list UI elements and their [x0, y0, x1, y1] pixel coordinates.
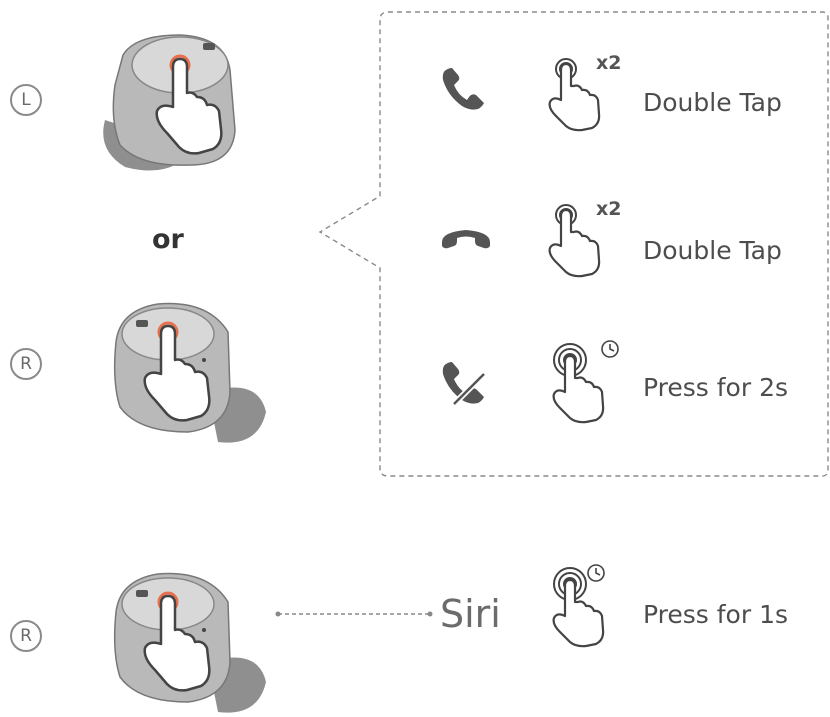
- left-earbud-illustration: [103, 34, 236, 171]
- or-text: or: [152, 224, 184, 255]
- phone-answer-icon: [442, 68, 484, 110]
- double-tap-gesture-icon: [548, 58, 601, 132]
- double-tap-gesture-icon: [548, 204, 601, 278]
- siri-label: Siri: [440, 592, 501, 636]
- multiplier-label: x2: [596, 198, 622, 220]
- multiplier-label: x2: [596, 52, 622, 74]
- phone-hangup-icon: [442, 230, 490, 249]
- right-earbud-illustration-siri: [113, 572, 266, 713]
- right-earbud-label-siri: R: [10, 620, 42, 652]
- action-label: Double Tap: [643, 236, 782, 265]
- action-label: Press for 2s: [643, 373, 788, 402]
- siri-action-label: Press for 1s: [643, 600, 788, 629]
- left-earbud-label: L: [10, 84, 42, 116]
- press-hold-gesture-icon: [552, 564, 605, 648]
- action-label: Double Tap: [643, 88, 782, 117]
- phone-reject-icon: [442, 362, 487, 407]
- right-earbud-label: R: [10, 348, 42, 380]
- press-hold-gesture-icon: [552, 340, 619, 424]
- right-earbud-illustration: [113, 302, 266, 443]
